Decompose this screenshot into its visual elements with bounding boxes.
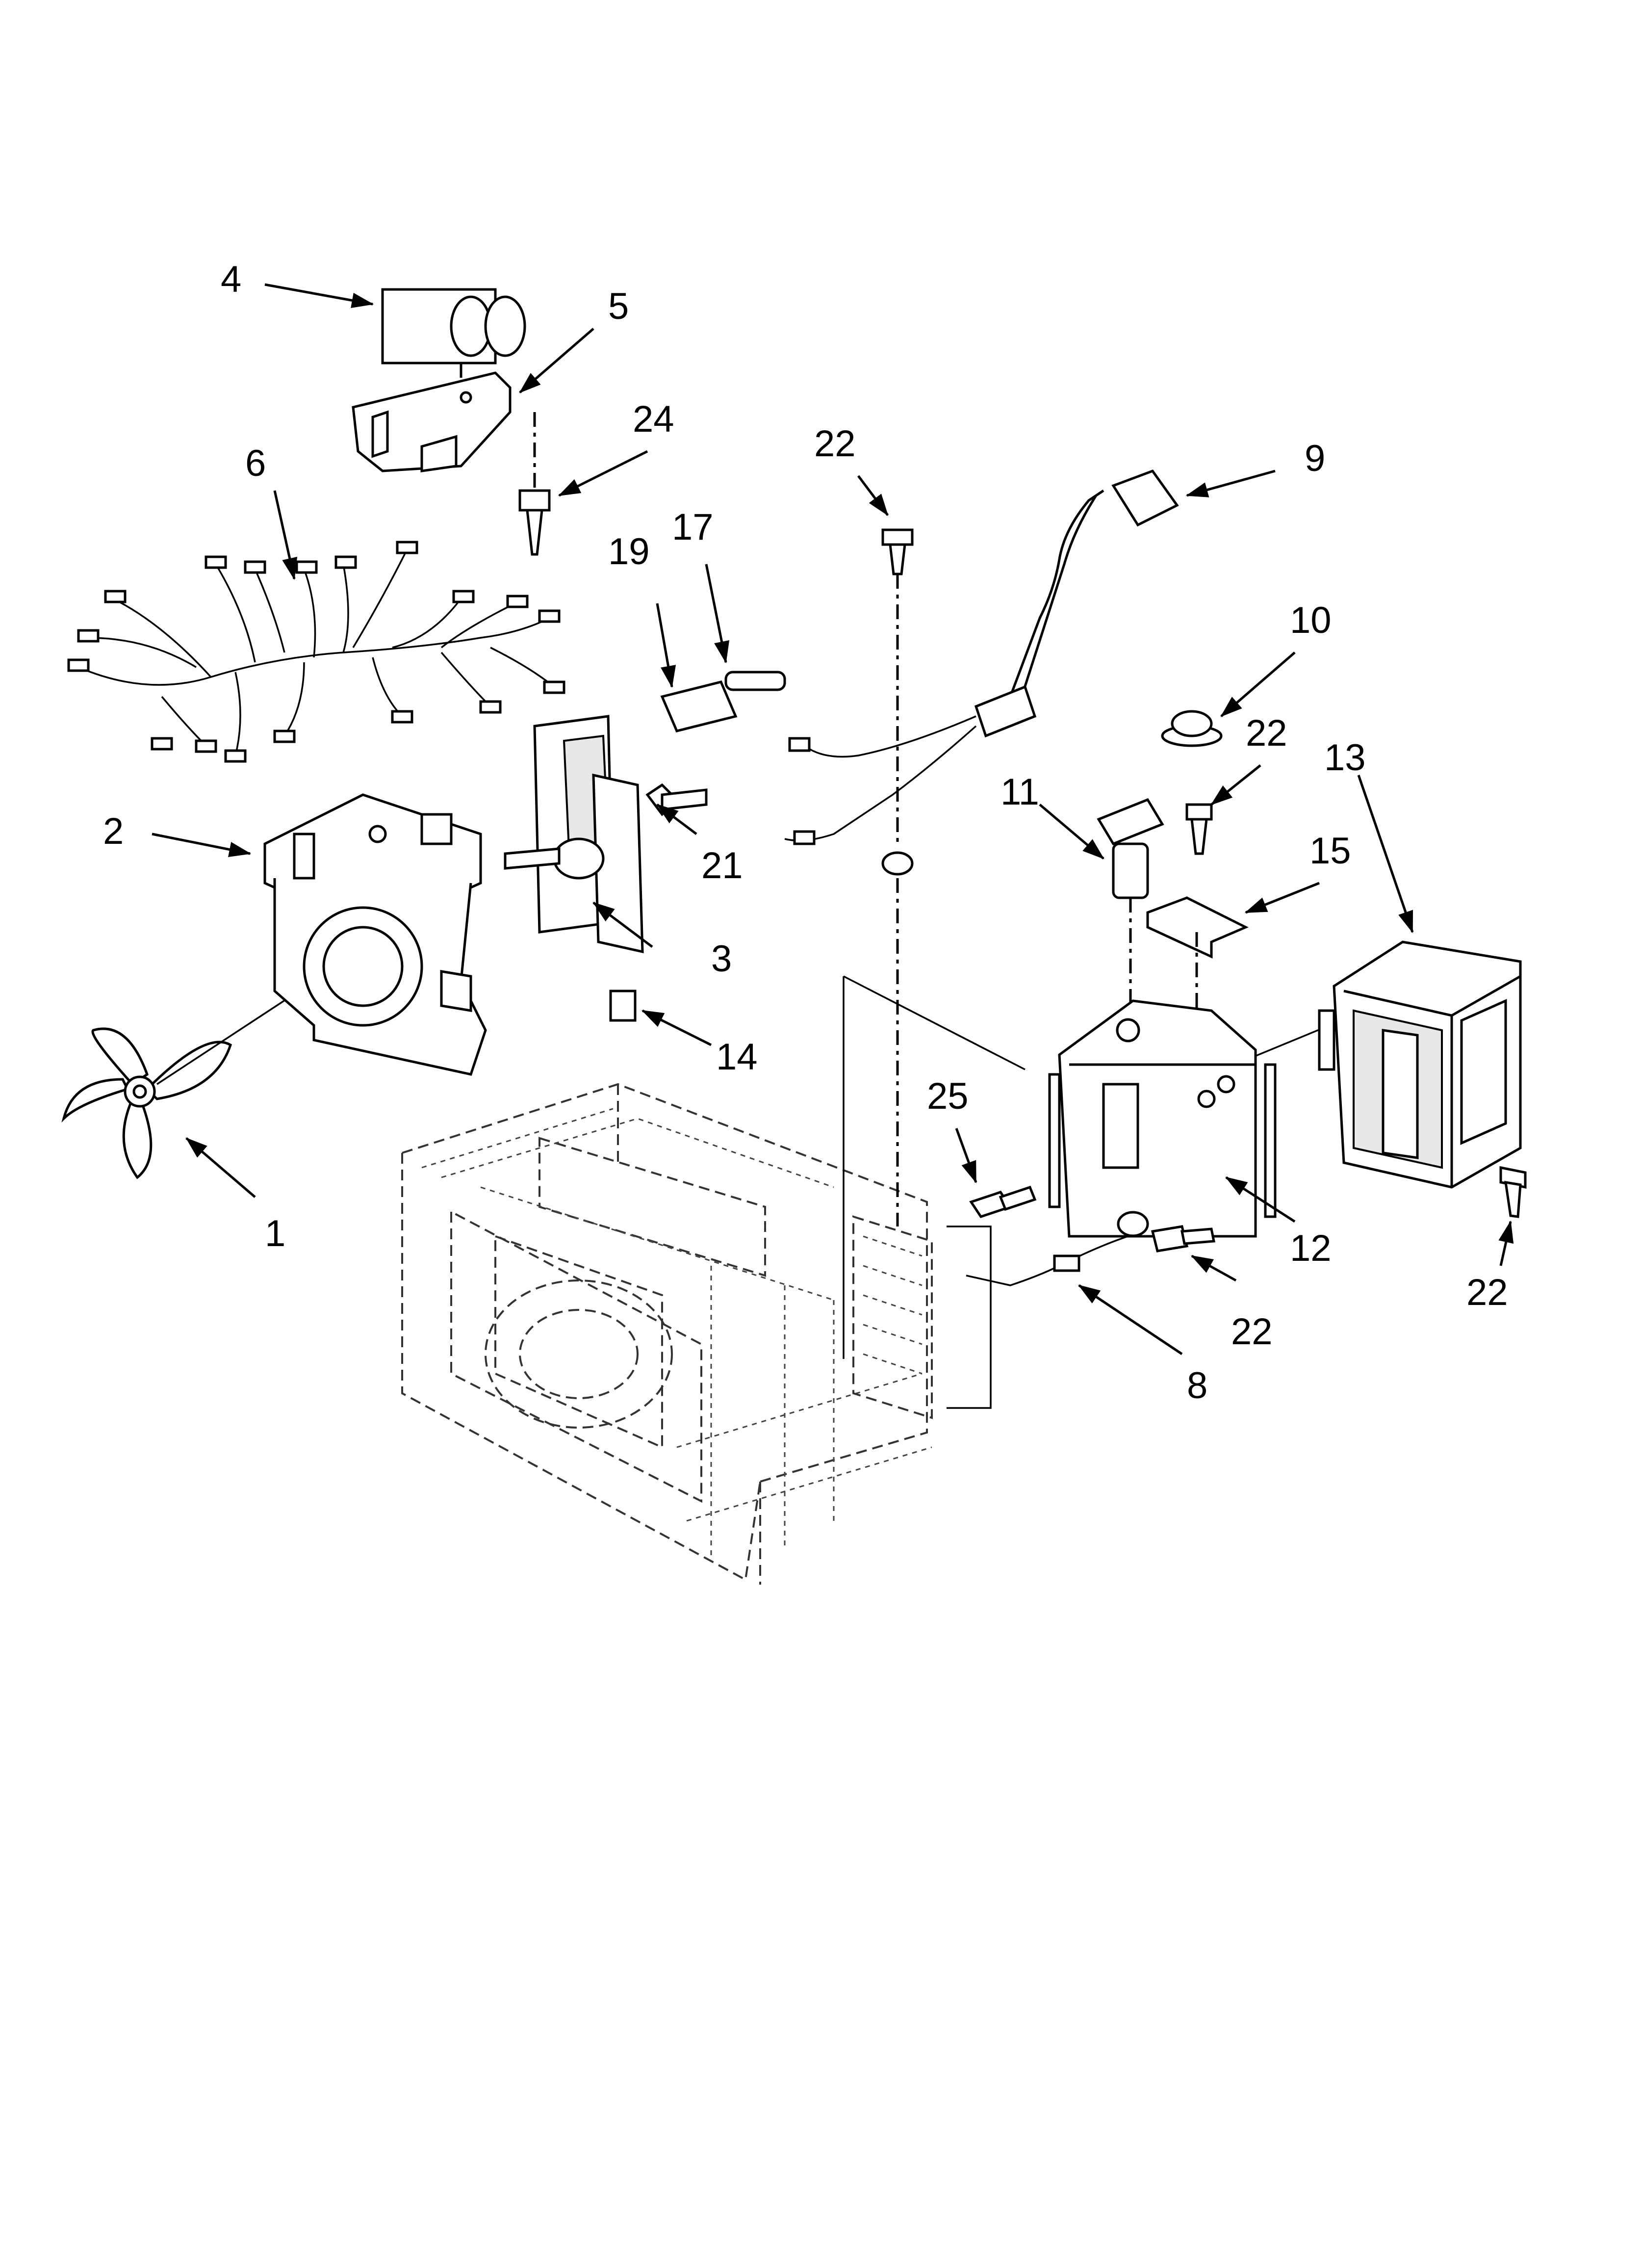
- callout-3: 3: [711, 938, 732, 980]
- callout-22-mid: 22: [1246, 712, 1287, 754]
- hv-capacitor: [381, 288, 526, 392]
- callout-19: 19: [608, 531, 650, 573]
- callout-17: 17: [672, 506, 714, 548]
- callout-4: 4: [221, 259, 241, 300]
- callout-22-lower: 22: [1231, 1311, 1273, 1353]
- callout-15: 15: [1309, 830, 1351, 872]
- screw-25: [969, 1185, 1037, 1218]
- fuse: [724, 671, 786, 691]
- screw-21: [645, 783, 708, 816]
- callout-14: 14: [716, 1036, 758, 1078]
- thermal-cutout: [1161, 710, 1223, 747]
- callout-25: 25: [927, 1075, 969, 1117]
- mount-guide-right: [947, 1225, 992, 1409]
- callout-21: 21: [701, 845, 743, 886]
- hv-component-11: [1097, 798, 1164, 1011]
- mounting-plate: [1048, 999, 1277, 1238]
- fuse-holder: [660, 680, 738, 732]
- capacitor-bracket: [352, 371, 536, 491]
- cabinet-outline: [401, 1083, 933, 1585]
- callout-13: 13: [1324, 737, 1366, 779]
- callout-9: 9: [1305, 438, 1325, 479]
- screw-24: [518, 489, 551, 556]
- callout-1: 1: [265, 1213, 285, 1254]
- callout-24: 24: [633, 398, 674, 440]
- callout-labels: 4 5 24 6 22 9 19 17 10 22 13 11 15 2 21 …: [103, 259, 1508, 1407]
- callout-6: 6: [245, 443, 266, 484]
- screw-22-right: [1499, 1166, 1527, 1218]
- screw-22-mid: [1185, 803, 1213, 855]
- wire-harness: [67, 541, 565, 763]
- screw-22-top: [881, 528, 914, 1226]
- fan-housing: [263, 793, 487, 1076]
- power-cord: [784, 469, 1179, 845]
- clip-14: [609, 990, 637, 1022]
- callout-22-top: 22: [814, 423, 856, 465]
- callout-22-right: 22: [1466, 1272, 1508, 1313]
- callout-5: 5: [608, 286, 629, 327]
- callout-10: 10: [1290, 600, 1332, 641]
- callout-12: 12: [1290, 1227, 1332, 1269]
- fan-blade: [61, 980, 314, 1179]
- bracket-15: [1146, 896, 1249, 1020]
- fan-motor: [504, 715, 644, 954]
- mount-guide-left: [843, 975, 1026, 1359]
- callout-8: 8: [1187, 1365, 1207, 1407]
- ground-wire: [966, 1211, 1149, 1286]
- callout-11: 11: [1001, 771, 1039, 813]
- screw-22-lower: [1151, 1225, 1216, 1252]
- callout-2: 2: [103, 810, 124, 852]
- transformer: [1318, 940, 1522, 1189]
- leader-arrows: [152, 283, 1514, 1356]
